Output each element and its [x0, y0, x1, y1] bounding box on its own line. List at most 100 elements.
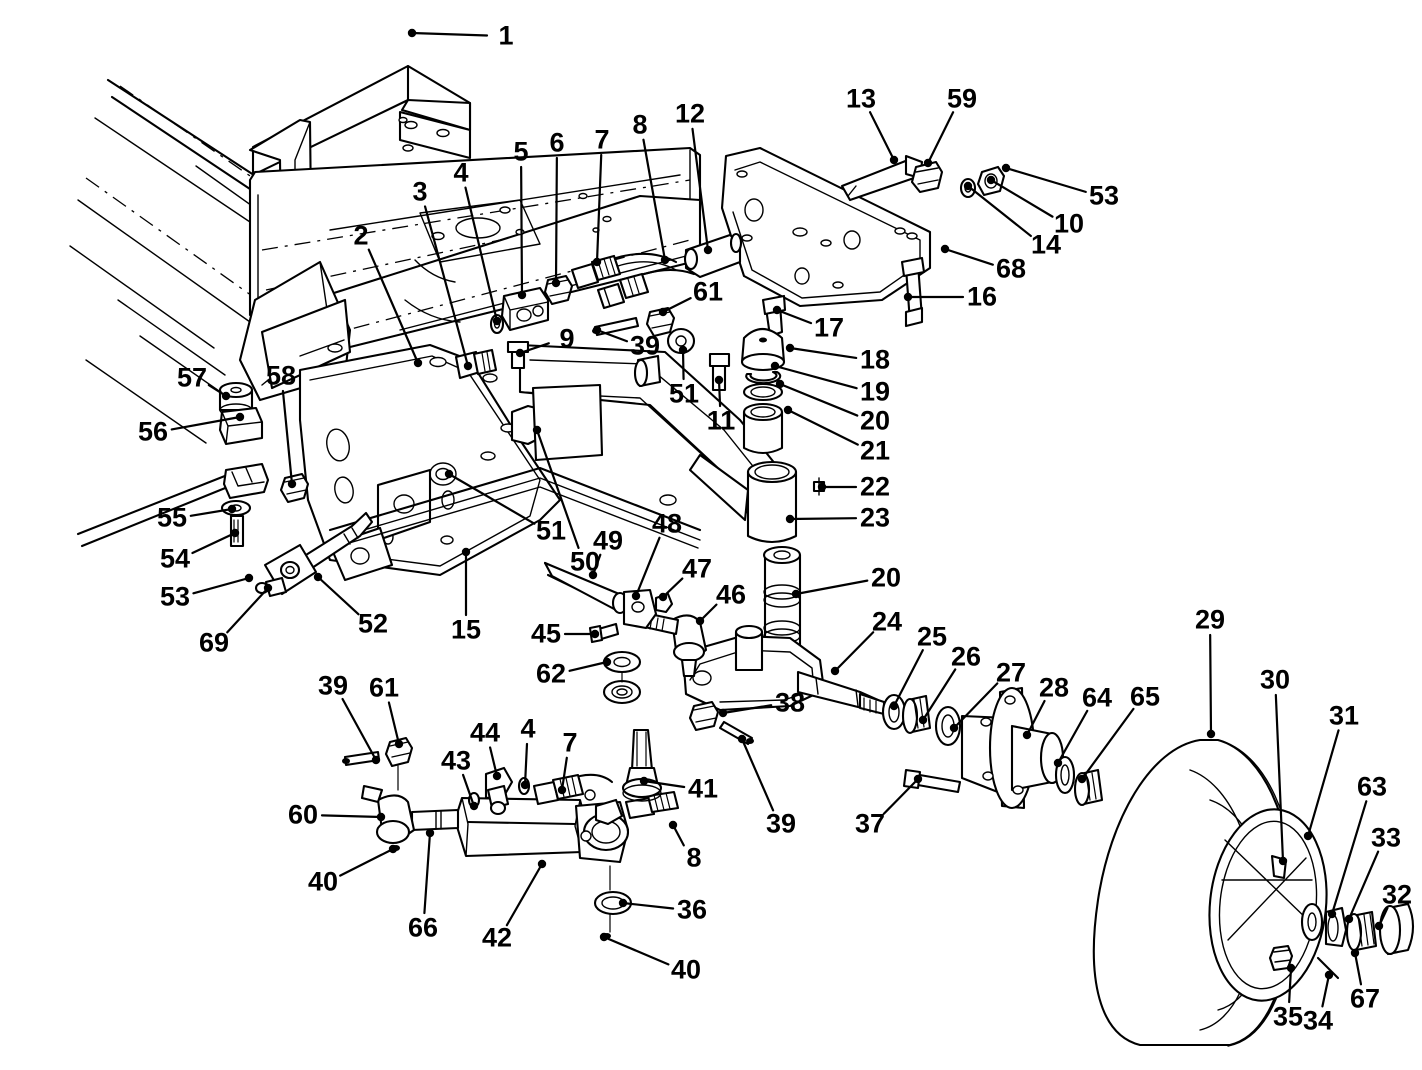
callout-label-47: 47 — [681, 553, 713, 584]
callout-label-34: 34 — [1302, 1005, 1334, 1036]
callout-label-14: 14 — [1030, 229, 1062, 260]
callout-label-23: 23 — [859, 502, 891, 533]
callout-label-42: 42 — [481, 922, 513, 953]
leader-tip-32 — [1374, 921, 1384, 931]
leader-line-39c — [341, 697, 378, 762]
leader-tip-58 — [287, 479, 297, 489]
callout-label-41: 41 — [687, 773, 719, 804]
leader-tip-10 — [986, 175, 996, 185]
leader-tip-4b — [520, 780, 530, 790]
leader-tip-66 — [425, 828, 435, 838]
leader-tip-51a — [678, 345, 688, 355]
callout-label-5: 5 — [513, 136, 529, 167]
leader-tip-12 — [703, 245, 713, 255]
callout-label-66: 66 — [407, 912, 439, 943]
leader-line-40a — [339, 847, 395, 877]
leader-tip-69 — [263, 583, 273, 593]
leader-tip-7b — [557, 785, 567, 795]
leader-tip-6 — [551, 278, 561, 288]
leader-line-31 — [1306, 729, 1340, 838]
leader-line-6 — [554, 156, 558, 285]
leader-tip-64 — [1053, 758, 1063, 768]
leader-tip-57 — [221, 391, 231, 401]
callout-label-22: 22 — [859, 471, 891, 502]
leader-tip-27 — [949, 723, 959, 733]
leader-line-37 — [882, 777, 920, 815]
leader-tip-24 — [830, 666, 840, 676]
leader-tip-42 — [537, 859, 547, 869]
leader-line-29 — [1209, 633, 1213, 736]
leader-tip-14 — [963, 181, 973, 191]
leader-line-51b — [447, 472, 536, 525]
leader-tip-31 — [1303, 831, 1313, 841]
leader-line-67 — [1353, 951, 1363, 986]
leader-line-42 — [505, 862, 544, 927]
callout-label-40a: 40 — [307, 866, 339, 897]
leader-line-12 — [691, 127, 710, 252]
callout-label-32: 32 — [1381, 879, 1413, 910]
callout-label-56: 56 — [137, 416, 169, 447]
callout-label-40b: 40 — [670, 954, 702, 985]
leader-tip-7a — [592, 257, 602, 267]
leader-tip-15 — [461, 547, 471, 557]
callout-label-38: 38 — [774, 687, 806, 718]
callout-label-30: 30 — [1259, 664, 1291, 695]
leader-tip-54 — [230, 528, 240, 538]
callout-label-20a: 20 — [859, 405, 891, 436]
leader-tip-25 — [889, 701, 899, 711]
leader-line-52 — [316, 575, 360, 616]
callout-label-8a: 8 — [632, 109, 648, 140]
leader-line-1 — [410, 31, 489, 37]
leader-line-39b — [740, 737, 775, 812]
leader-tip-46 — [695, 616, 705, 626]
callout-label-21: 21 — [859, 435, 891, 466]
callout-label-53b: 53 — [159, 581, 191, 612]
callout-label-18: 18 — [859, 344, 891, 375]
leader-tip-43 — [469, 801, 479, 811]
callout-label-13: 13 — [845, 83, 877, 114]
leader-tip-26 — [918, 715, 928, 725]
callout-label-39c: 39 — [317, 670, 349, 701]
leader-tip-22 — [817, 482, 827, 492]
leader-line-43 — [461, 773, 476, 808]
leader-tip-3 — [463, 361, 473, 371]
chassis-frame-group — [69, 64, 702, 444]
leader-tip-13 — [889, 155, 899, 165]
leader-tip-23 — [785, 514, 795, 524]
callout-label-7a: 7 — [594, 124, 610, 155]
leader-tip-30 — [1278, 856, 1288, 866]
leader-tip-65 — [1077, 774, 1087, 784]
leader-line-44 — [489, 746, 499, 778]
leader-tip-63 — [1327, 909, 1337, 919]
leader-line-3 — [423, 205, 470, 368]
leader-line-4b — [523, 742, 529, 787]
leader-tip-40b — [599, 932, 609, 942]
callout-label-26: 26 — [950, 641, 982, 672]
callout-label-61b: 61 — [368, 672, 400, 703]
leader-tip-50 — [532, 425, 542, 435]
leader-line-69 — [226, 586, 270, 634]
leader-line-64 — [1056, 709, 1089, 765]
leader-tip-36 — [618, 898, 628, 908]
leader-line-33 — [1347, 850, 1380, 921]
leader-tip-51b — [444, 469, 454, 479]
leader-line-34 — [1321, 973, 1331, 1008]
leader-line-7a — [595, 153, 603, 264]
leader-line-47 — [661, 577, 684, 599]
steering-cylinder-group — [342, 720, 754, 939]
callout-label-65: 65 — [1129, 681, 1161, 712]
leader-tip-21 — [783, 405, 793, 415]
leader-line-54 — [191, 531, 237, 555]
radius-rod-beam — [328, 343, 792, 549]
leader-line-27 — [952, 682, 999, 730]
callout-label-27: 27 — [995, 657, 1027, 688]
leader-tip-4a — [492, 316, 502, 326]
leader-tip-11 — [714, 375, 724, 385]
fittings-cluster — [454, 252, 731, 392]
leader-tip-37 — [913, 774, 923, 784]
leader-line-14 — [966, 184, 1032, 238]
callout-label-15: 15 — [450, 614, 482, 645]
leader-line-48 — [634, 536, 661, 598]
callout-label-4a: 4 — [453, 157, 469, 188]
leader-tip-52 — [313, 572, 323, 582]
